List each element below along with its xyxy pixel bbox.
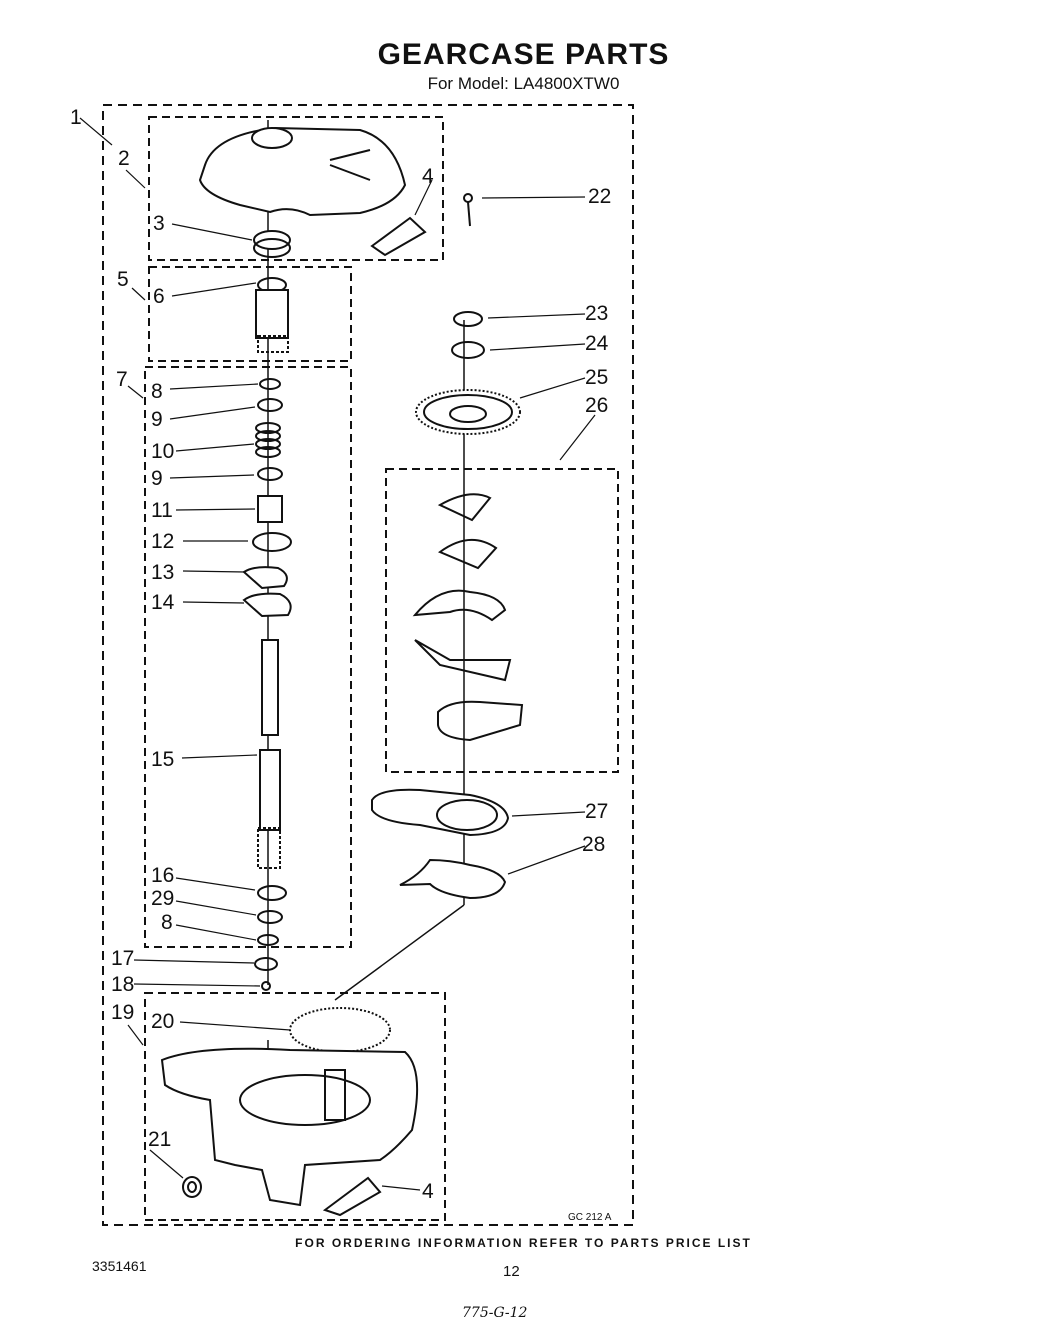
cover-group-box — [148, 116, 444, 261]
callout-9: 9 — [151, 408, 163, 431]
callout-6: 6 — [153, 285, 165, 308]
callout-19: 19 — [111, 1001, 134, 1024]
callout-5: 5 — [117, 268, 129, 291]
callout-16: 16 — [151, 864, 174, 887]
callout-22: 22 — [588, 185, 611, 208]
callout-15: 15 — [151, 748, 174, 771]
page-title: GEARCASE PARTS — [377, 38, 670, 71]
drive-gear-part — [415, 389, 521, 435]
shaft-group-box — [144, 366, 352, 948]
callout-26: 26 — [585, 394, 608, 417]
callout-4b: 4 — [422, 1180, 434, 1203]
callout-3: 3 — [153, 212, 165, 235]
agitator-shaft-part — [257, 639, 281, 869]
callout-27: 27 — [585, 800, 608, 823]
callout-12: 12 — [151, 530, 174, 553]
handwritten-note: 775-G-12 — [462, 1305, 528, 1321]
callout-23: 23 — [585, 302, 608, 325]
callout-21: 21 — [148, 1128, 171, 1151]
callout-24: 24 — [585, 332, 609, 355]
callout-20: 20 — [151, 1010, 174, 1033]
callout-17: 17 — [111, 947, 134, 970]
callout-28: 28 — [582, 833, 605, 856]
callout-10: 10 — [151, 440, 174, 463]
callout-13: 13 — [151, 561, 174, 584]
callout-14: 14 — [151, 591, 175, 614]
document-number: 3351461 — [92, 1258, 147, 1274]
spring-part — [255, 422, 281, 458]
gearcase-housing-part — [160, 1007, 419, 1207]
figure-code: GC 212 A — [568, 1212, 612, 1223]
ordering-note: FOR ORDERING INFORMATION REFER TO PARTS … — [295, 1236, 752, 1250]
pinion-group-box — [148, 266, 352, 362]
callout-29: 29 — [151, 887, 174, 910]
callout-18: 18 — [111, 973, 134, 996]
callout-11: 11 — [151, 499, 173, 522]
callout-4: 4 — [422, 165, 434, 188]
callout-9b: 9 — [151, 467, 163, 490]
callout-8b: 8 — [161, 911, 173, 934]
callout-1: 1 — [70, 106, 82, 129]
housing-group-box — [144, 992, 446, 1221]
page-number: 12 — [503, 1263, 520, 1280]
model-subtitle: For Model: LA4800XTW0 — [427, 74, 620, 93]
callout-8: 8 — [151, 380, 163, 403]
callout-25: 25 — [585, 366, 608, 389]
callout-2: 2 — [118, 147, 130, 170]
gearcase-cover-part — [198, 126, 407, 217]
sealant-tube-part — [370, 216, 427, 257]
pinion-part — [255, 277, 289, 353]
clutch-group-box — [385, 468, 619, 773]
sealant-tube-part-lower — [322, 1176, 382, 1217]
callout-7: 7 — [116, 368, 128, 391]
shifter-part — [371, 788, 510, 837]
